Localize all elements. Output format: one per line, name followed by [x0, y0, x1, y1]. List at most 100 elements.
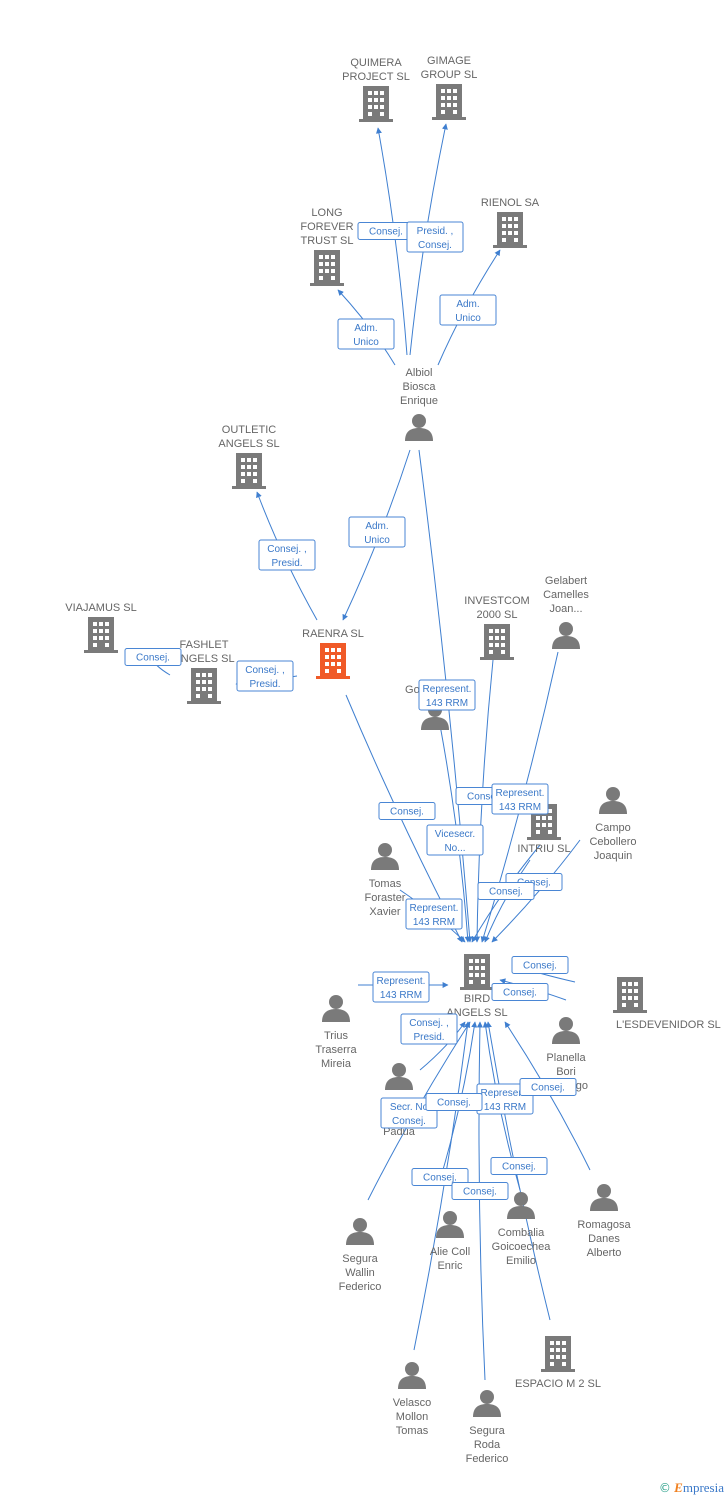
- empresia-brand[interactable]: © Empresia: [659, 1480, 724, 1496]
- node-l-esdevenidor-sl[interactable]: L'ESDEVENIDOR SL: [613, 977, 721, 1031]
- node-raenra-sl[interactable]: RAENRA SL: [302, 628, 364, 679]
- node-label: RIENOL SA: [481, 197, 540, 209]
- node-label: Camelles: [543, 589, 589, 601]
- edge-label-box[interactable]: Adm.Unico: [439, 294, 497, 326]
- edge-label-box[interactable]: Consej.: [378, 802, 436, 820]
- edge-label-background: [258, 539, 316, 571]
- edge-label-box[interactable]: Consej.: [411, 1168, 469, 1186]
- edge-label-background: [372, 971, 430, 1003]
- building-icon: [613, 977, 647, 1013]
- node-label: Tomas: [369, 878, 402, 890]
- edge-label-text: Adm.: [456, 299, 479, 310]
- edge-label-box[interactable]: Consej.: [425, 1093, 483, 1111]
- edge-label-box[interactable]: Represent.143 RRM: [491, 783, 549, 815]
- edge-label-background: [519, 1078, 577, 1096]
- edge-label-box[interactable]: Represent. 143 RRM: [476, 1083, 534, 1115]
- node-label: ESPACIO M 2 SL: [515, 1378, 601, 1390]
- edge-label-box[interactable]: Consej.: [477, 882, 535, 900]
- edge-label-box[interactable]: Presid. ,Consej.: [406, 221, 464, 253]
- node-label: Gelabert: [545, 575, 587, 587]
- edge-label-text: Consej.: [502, 1162, 536, 1173]
- node-viajamus-sl[interactable]: VIAJAMUS SL: [65, 602, 137, 653]
- edge-label-text: Represent.: [481, 1088, 530, 1099]
- building-icon: [316, 643, 350, 679]
- edge-label-box[interactable]: Consej.: [511, 956, 569, 974]
- edge-label-box[interactable]: Represent.143 RRM: [418, 679, 476, 711]
- node-label: Mireia: [321, 1058, 352, 1070]
- node-label: INVESTCOM: [464, 595, 529, 607]
- building-icon: [232, 453, 266, 489]
- edge-label-background: [411, 1168, 469, 1186]
- node-label: Alberto: [587, 1247, 622, 1259]
- node-label: Padua: [383, 1126, 416, 1138]
- edge-label-box[interactable]: Consej. ,Presid.: [400, 1013, 458, 1045]
- node-label: Danes: [588, 1233, 620, 1245]
- node-gelabert-camelles-joan[interactable]: GelabertCamellesJoan...: [543, 575, 589, 649]
- node-label: Planella: [546, 1052, 586, 1064]
- edge-label-box[interactable]: Represent.143 RRM: [372, 971, 430, 1003]
- node-label: Joaquin: [594, 850, 633, 862]
- edge-label-background: [380, 1097, 438, 1129]
- edge-label-text: 143 RRM: [499, 802, 541, 813]
- edge-label-text: No...: [444, 843, 465, 854]
- edge-label-text: Presid.: [249, 679, 280, 690]
- edge-label-box[interactable]: Consej.: [491, 983, 549, 1001]
- edge-label-box[interactable]: Adm.Unico: [337, 318, 395, 350]
- node-label: Albiol: [406, 367, 433, 379]
- node-label: Enrique: [400, 395, 438, 407]
- building-icon: [310, 250, 344, 286]
- edge-label-background: [406, 221, 464, 253]
- node-rienol-sa[interactable]: RIENOL SA: [481, 197, 540, 248]
- edge-label-box[interactable]: Represent.143 RRM: [405, 898, 463, 930]
- edge-label-text: Consej.: [467, 792, 501, 803]
- edge-label-background: [378, 802, 436, 820]
- edge-label-box[interactable]: Consej.: [124, 648, 182, 666]
- edge-sala-to-bird: [419, 1021, 466, 1071]
- person-icon: [371, 843, 399, 870]
- person-icon: [473, 1390, 501, 1417]
- edge-label-background: [400, 1013, 458, 1045]
- edges-layer: [149, 123, 591, 1381]
- person-icon: [552, 1017, 580, 1044]
- edge-label-box[interactable]: Adm.Unico: [348, 516, 406, 548]
- edge-label-box[interactable]: Consej. ,Presid.: [236, 660, 294, 692]
- edge-label-text: Consej.: [136, 653, 170, 664]
- edge-label-text: Consej.: [423, 1173, 457, 1184]
- edge-label-text: 143 RRM: [484, 1102, 526, 1113]
- person-icon: [405, 414, 433, 441]
- node-intriu-sl[interactable]: INTRIU SL: [517, 804, 571, 855]
- node-espacio-m-2-sl[interactable]: ESPACIO M 2 SL: [515, 1336, 601, 1390]
- edge-label-background: [426, 824, 484, 856]
- edge-label-text: Presid.: [413, 1032, 444, 1043]
- edge-label-box[interactable]: Consej.: [519, 1078, 577, 1096]
- person-icon: [552, 622, 580, 649]
- edge-label-box[interactable]: Consej.: [490, 1157, 548, 1175]
- edge-label-box[interactable]: Consej.: [357, 222, 415, 240]
- edge-label-box[interactable]: Consej. ,Presid.: [258, 539, 316, 571]
- node-label: Mollon: [396, 1411, 428, 1423]
- edge-label-box[interactable]: Consej.: [451, 1182, 509, 1200]
- node-label: PROJECT SL: [342, 71, 410, 83]
- person-icon: [436, 1211, 464, 1238]
- edge-label-text: Consej.: [523, 961, 557, 972]
- edge-label-box[interactable]: Vicesecr.No...: [426, 824, 484, 856]
